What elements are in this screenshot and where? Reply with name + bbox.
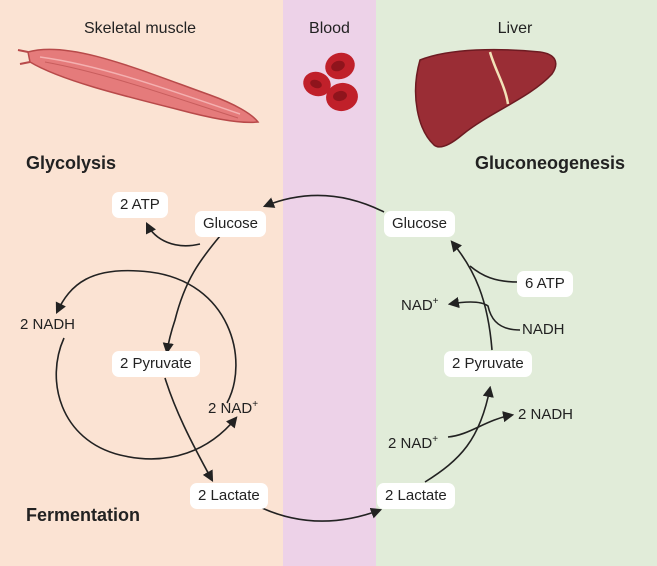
glycolysis-heading: Glycolysis [26,153,117,173]
liver-nad2-superscript: + [432,434,439,445]
liver-nad-label: NAD+ [401,292,439,316]
gluconeogenesis-heading: Gluconeogenesis [475,153,626,173]
skeletal-muscle-title: Skeletal muscle [83,20,197,37]
muscle-pyruvate-label: 2 Pyruvate [112,351,200,377]
liver-atp-label: 6 ATP [517,271,573,297]
liver-nadh-label: NADH [522,321,565,338]
muscle-nadh-label: 2 NADH [20,316,76,333]
muscle-nad-superscript: + [252,399,259,410]
red-blood-cells-icon [303,52,358,112]
liver-nad2-label: 2 NAD+ [388,430,438,454]
skeletal-muscle-icon [17,48,260,124]
liver-nad-text: NAD [401,297,433,314]
fermentation-heading: Fermentation [26,505,141,525]
muscle-atp-label: 2 ATP [112,192,168,218]
muscle-nad-label: 2 NAD+ [208,395,258,419]
muscle-glucose-label: Glucose [195,211,267,237]
liver-nad2-text: 2 NAD [388,435,433,452]
muscle-lactate-label: 2 Lactate [190,483,268,509]
liver-lactate-label: 2 Lactate [377,483,455,509]
blood-title: Blood [309,20,350,37]
liver-icon [414,48,557,148]
liver-glucose-label: Glucose [384,211,456,237]
liver-pyruvate-label: 2 Pyruvate [444,351,532,377]
liver-nad-superscript: + [432,296,439,307]
muscle-nad-text: 2 NAD [208,400,253,417]
liver-title: Liver [497,20,533,37]
liver-nadh2-label: 2 NADH [518,406,574,423]
